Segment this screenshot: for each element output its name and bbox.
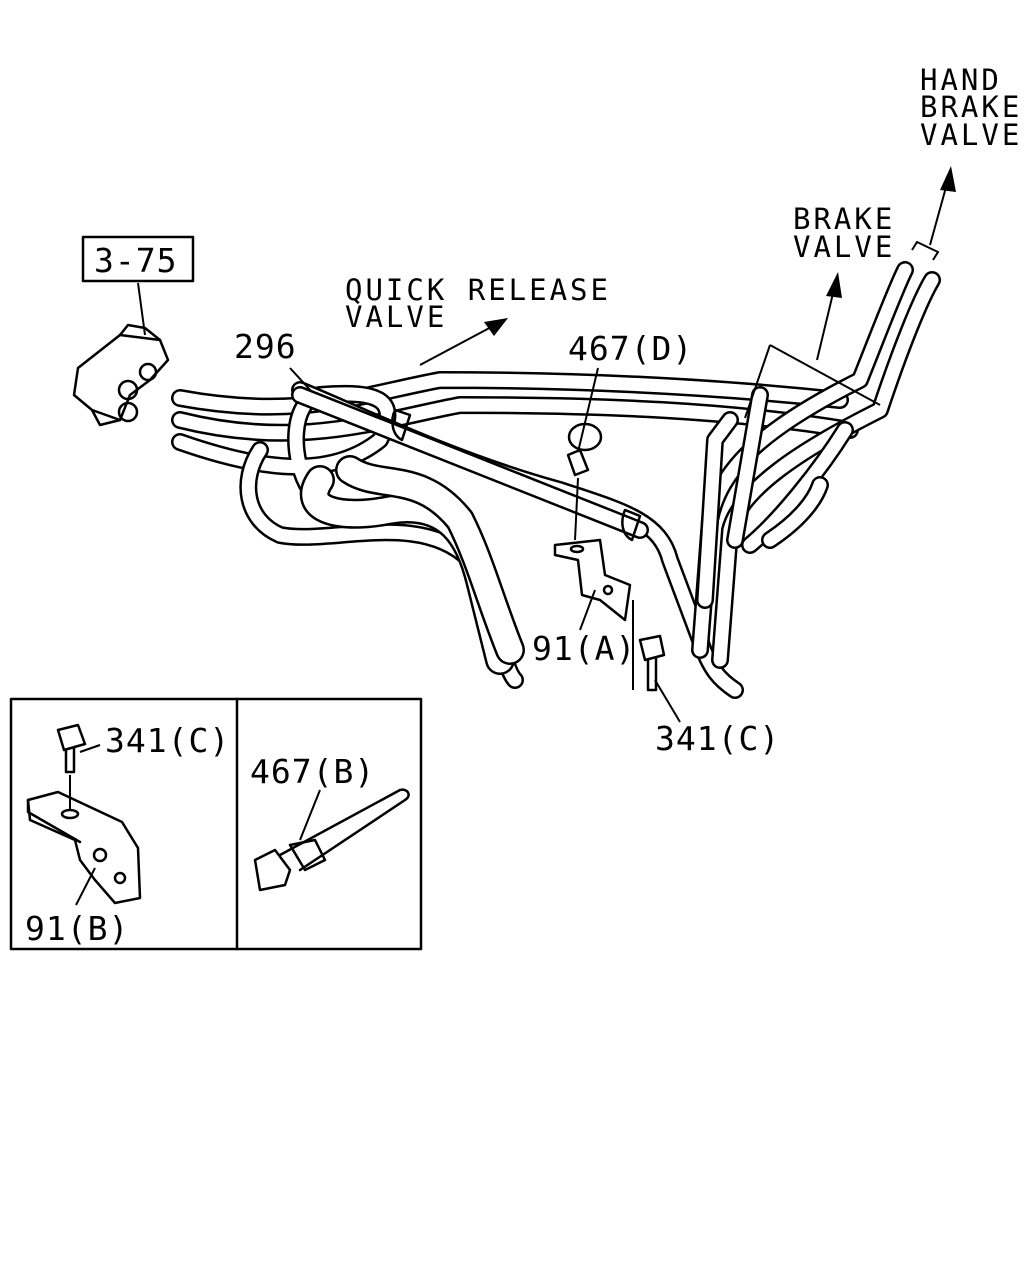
- part-label-296: 296: [234, 327, 297, 366]
- part-label-91b: 91(B): [25, 909, 129, 948]
- leader-lines: [137, 166, 956, 723]
- hand-brake-valve-label-2: BRAKE: [920, 90, 1022, 124]
- valve-body: [72, 323, 170, 427]
- ref-label-3-75: 3-75: [94, 241, 177, 280]
- brake-valve-label-1: BRAKE: [793, 202, 895, 236]
- quick-release-valve-label-1: QUICK RELEASE: [345, 273, 611, 307]
- inset-bracket-91b: [26, 723, 142, 906]
- bolt-341c-main: [638, 634, 666, 692]
- inset-panels: [9, 697, 423, 951]
- part-label-341c-inset: 341(C): [105, 721, 230, 760]
- part-label-341c-main: 341(C): [655, 719, 780, 758]
- ref-box-3-75: [81, 235, 195, 283]
- brake-pipes: [171, 261, 941, 699]
- part-label-467b: 467(B): [250, 752, 375, 791]
- hand-brake-valve-label-1: HAND: [920, 63, 1002, 97]
- quick-release-valve-label-2: VALVE: [345, 300, 447, 334]
- brake-valve-label-2: VALVE: [793, 230, 895, 264]
- part-label-91a: 91(A): [532, 629, 636, 668]
- bracket-91a: [553, 538, 632, 622]
- hand-brake-valve-label-3: VALVE: [920, 118, 1022, 152]
- part-label-467d: 467(D): [568, 329, 693, 368]
- inset-clip-467b: [253, 788, 410, 892]
- clip-467d: [566, 422, 603, 477]
